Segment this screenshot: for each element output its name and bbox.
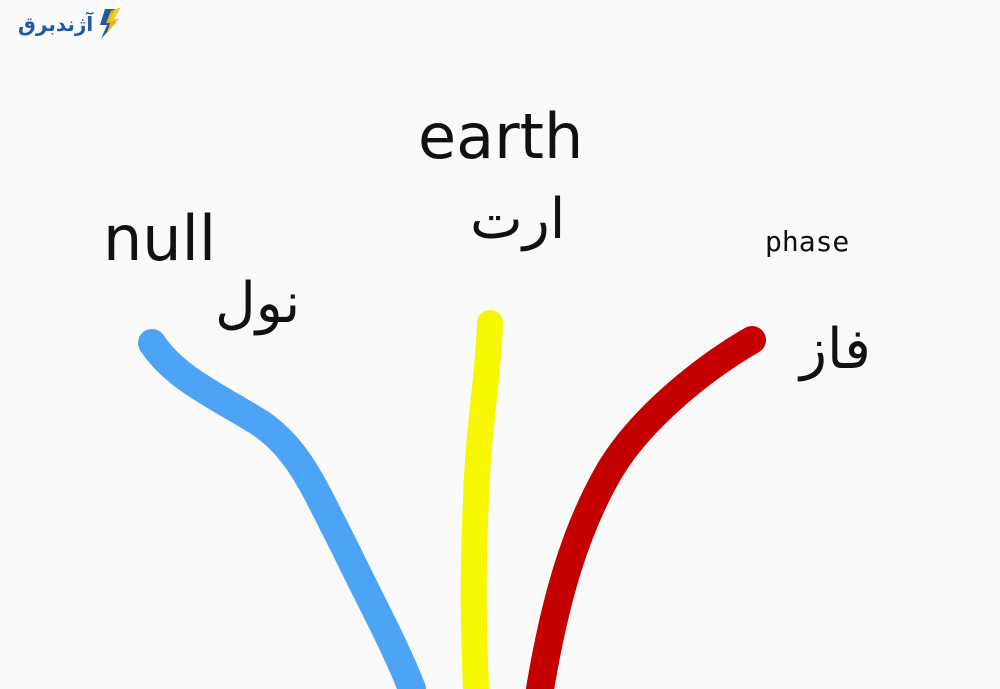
- phase-wire: [526, 326, 766, 689]
- logo: آژندبرق: [18, 4, 123, 44]
- earth-label: earth: [418, 100, 584, 173]
- logo-text: آژندبرق: [18, 12, 94, 36]
- phase-label: phase: [765, 225, 850, 258]
- null-label: null: [103, 202, 217, 275]
- null-label-persian: نول: [215, 271, 301, 336]
- null-wire: [138, 329, 426, 689]
- earth-wire: [460, 310, 503, 689]
- phase-label-persian: فاز: [800, 317, 871, 382]
- lightning-icon: [100, 7, 122, 39]
- earth-label-persian: ارت: [470, 187, 566, 252]
